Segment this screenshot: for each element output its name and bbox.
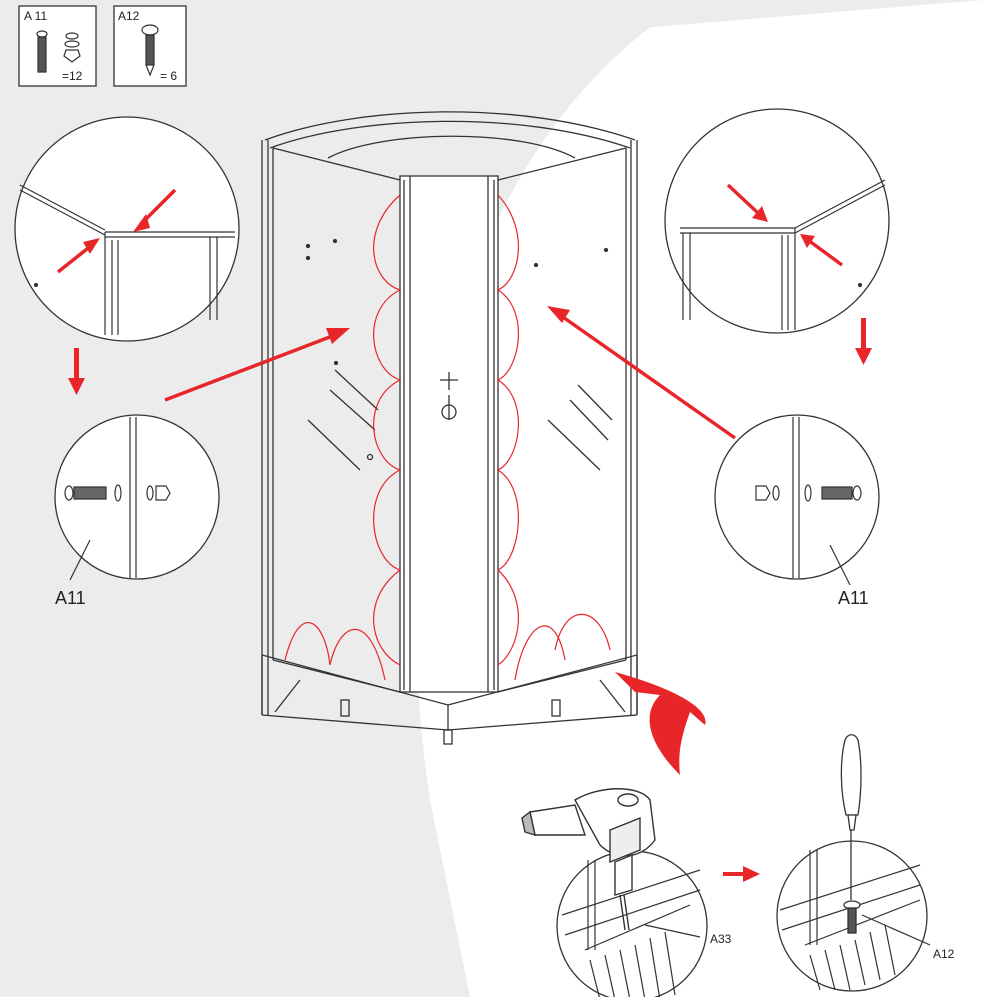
shower-cabin bbox=[261, 111, 638, 745]
step-arrow bbox=[723, 866, 760, 882]
part-code-a11: A 11 bbox=[24, 9, 47, 23]
detail-circle-screw bbox=[776, 734, 931, 992]
screw-icon bbox=[141, 24, 159, 77]
part-box-a11 bbox=[18, 5, 97, 87]
arrow-left-to-cabin bbox=[164, 328, 350, 402]
detail-circle-right-bottom bbox=[714, 414, 880, 586]
detail-circle-right-top bbox=[664, 108, 890, 334]
callout-drill-a33: A33 bbox=[710, 932, 732, 946]
part-box-a12 bbox=[113, 5, 187, 87]
curved-arrow bbox=[615, 672, 706, 775]
detail-circle-left-bottom bbox=[54, 414, 220, 581]
bolt-washer-nut-icon bbox=[36, 30, 81, 73]
drill-icon bbox=[521, 788, 656, 931]
sealant-lines bbox=[284, 194, 611, 681]
part-qty-a11: =12 bbox=[62, 69, 83, 83]
part-qty-a12: = 6 bbox=[160, 69, 177, 83]
callout-screw-a12: A12 bbox=[933, 947, 955, 961]
arrow-right-to-cabin bbox=[547, 306, 737, 440]
detail-circle-left-top bbox=[14, 116, 240, 342]
down-arrow-left bbox=[68, 348, 85, 395]
part-code-a12: A12 bbox=[118, 9, 140, 23]
callout-right-a11: A11 bbox=[838, 588, 869, 608]
down-arrow-right bbox=[855, 318, 872, 365]
detail-circle-drill bbox=[521, 788, 708, 997]
callout-left-a11: A11 bbox=[55, 588, 86, 608]
screwdriver-icon bbox=[840, 734, 862, 934]
